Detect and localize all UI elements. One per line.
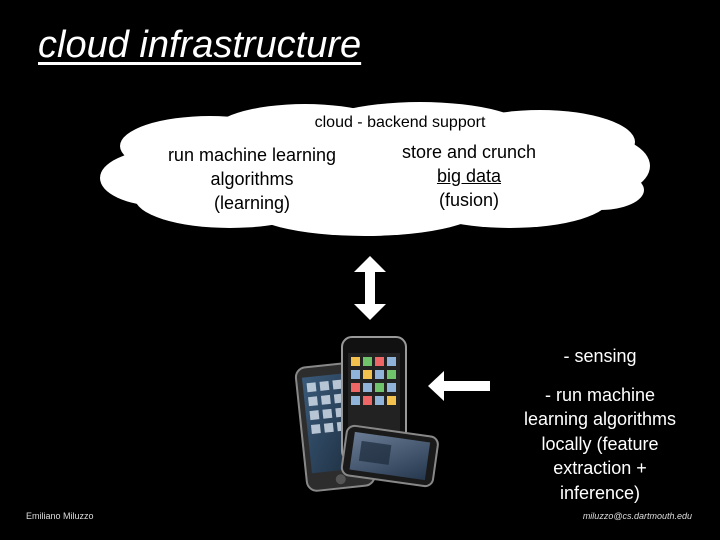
cloud-shape — [100, 102, 650, 236]
bullet-line: extraction + — [553, 458, 647, 478]
cloud-left-line: (learning) — [213, 193, 291, 213]
bullet-line: locally (feature — [541, 433, 659, 454]
cloud-left-line: run machine learning — [167, 145, 337, 165]
slide-title: cloud infrastructure — [38, 24, 362, 66]
cloud-learning-text: run machine learning algorithms (learnin… — [140, 143, 364, 215]
cloud-label: cloud - backend support — [314, 114, 486, 131]
device-bullets: - sensing - run machine learning algorit… — [496, 344, 704, 505]
cloud-right-line: store and crunch — [401, 142, 537, 162]
cloud-right-line: big data — [436, 166, 502, 186]
cloud-left-line: algorithms — [210, 169, 294, 189]
footer-email: miluzzo@cs.dartmouth.edu — [582, 511, 692, 521]
bullet-line: learning algorithms — [523, 409, 677, 429]
cloud-right-line: (fusion) — [438, 190, 500, 210]
footer-author: Emiliano Miluzzo — [26, 511, 94, 521]
cloud-fusion-text: store and crunch big data (fusion) — [374, 140, 564, 212]
bullet-line: inference) — [559, 482, 641, 503]
bullet-line: - run machine — [544, 384, 656, 405]
arrow-left-icon — [428, 371, 490, 401]
bullet-sensing: - sensing — [563, 346, 637, 366]
double-arrow-vertical-icon — [354, 256, 386, 320]
smartphone-icon — [294, 336, 439, 492]
